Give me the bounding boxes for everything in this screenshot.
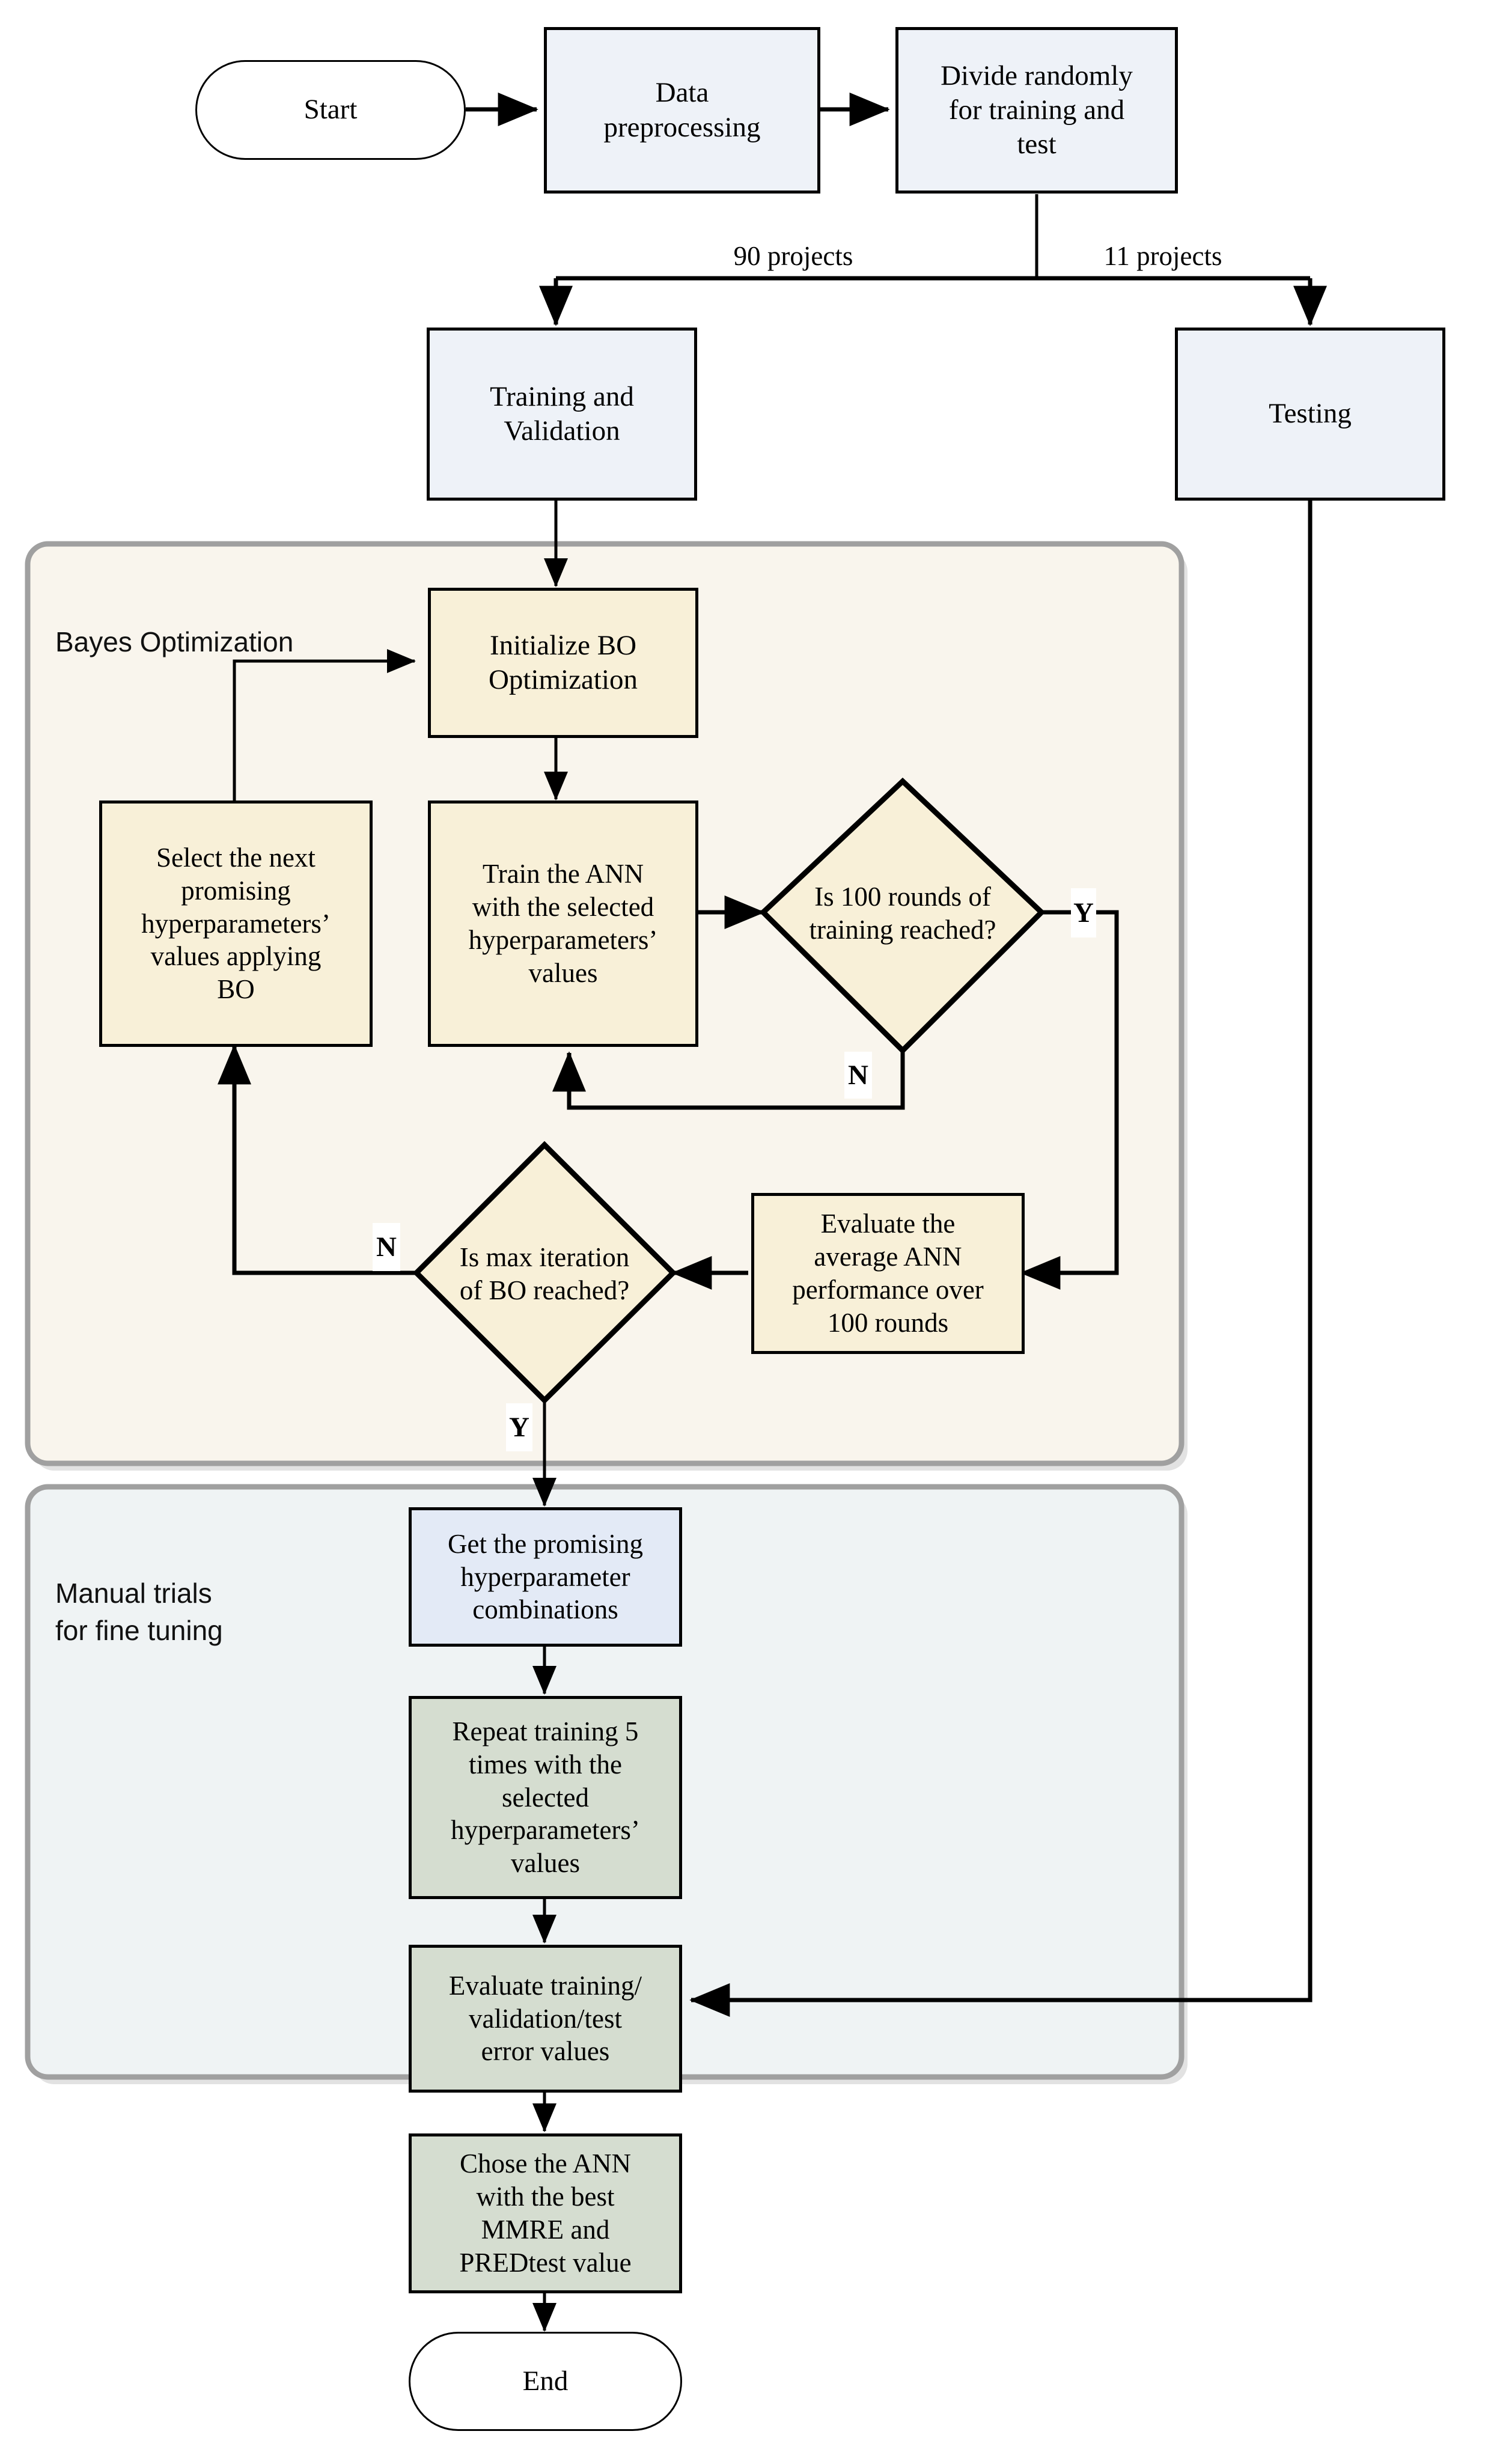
decision-rounds-shape <box>759 777 1046 1055</box>
label-rounds-yes-text: Y <box>1073 897 1094 929</box>
node-start-label: Start <box>303 94 358 126</box>
panel-label-manual-text: Manual trials for fine tuning <box>55 1578 223 1647</box>
node-evaluate-errors-label: Evaluate training/ validation/test error… <box>448 1970 642 2067</box>
label-bo-yes-text: Y <box>509 1412 529 1443</box>
label-bo-no-text: N <box>376 1231 397 1263</box>
node-chose-ann[interactable]: Chose the ANN with the best MMRE and PRE… <box>409 2133 682 2293</box>
node-select-next[interactable]: Select the next promising hyperparameter… <box>99 800 373 1047</box>
label-bo-yes: Y <box>506 1403 532 1451</box>
decision-bo-shape <box>412 1141 677 1404</box>
node-evaluate-avg[interactable]: Evaluate the average ANN performance ove… <box>751 1193 1025 1354</box>
node-repeat-training-label: Repeat training 5 times with the selecte… <box>451 1716 640 1879</box>
node-end-label: End <box>522 2365 569 2397</box>
node-initialize-bo[interactable]: Initialize BO Optimization <box>428 588 698 738</box>
edge-bo-no-loop <box>218 1044 416 1275</box>
node-bo-decision[interactable]: Is max iteration of BO reached? <box>406 1226 683 1322</box>
node-get-promising[interactable]: Get the promising hyperparameter combina… <box>409 1507 682 1647</box>
node-chose-ann-label: Chose the ANN with the best MMRE and PRE… <box>459 2148 632 2278</box>
edge-testing-to-evaluateerrors <box>689 499 1313 2017</box>
node-testing-label: Testing <box>1269 398 1352 430</box>
node-evaluate-avg-label: Evaluate the average ANN performance ove… <box>792 1209 984 1338</box>
node-start[interactable]: Start <box>195 60 466 160</box>
node-train-ann[interactable]: Train the ANN with the selected hyperpar… <box>428 800 698 1047</box>
label-rounds-no-text: N <box>848 1060 868 1091</box>
edge-rounds-no-loop <box>552 1051 905 1110</box>
node-bo-decision-label: Is max iteration of BO reached? <box>459 1242 630 1305</box>
label-rounds-no: N <box>844 1052 872 1099</box>
panel-label-bayes: Bayes Optimization <box>55 586 428 660</box>
edge-selectnext-to-initbo <box>233 649 416 800</box>
node-data-preprocessing-label: Data preprocessing <box>603 77 761 143</box>
label-90-projects: 90 projects <box>694 240 892 272</box>
node-initialize-bo-label: Initialize BO Optimization <box>488 629 638 695</box>
label-11-projects-text: 11 projects <box>1103 241 1222 271</box>
panel-label-manual: Manual trials for fine tuning <box>55 1537 392 1649</box>
node-train-ann-label: Train the ANN with the selected hyperpar… <box>468 859 658 988</box>
label-rounds-yes: Y <box>1071 888 1096 938</box>
node-repeat-training[interactable]: Repeat training 5 times with the selecte… <box>409 1696 682 1899</box>
node-get-promising-label: Get the promising hyperparameter combina… <box>448 1528 643 1625</box>
node-select-next-label: Select the next promising hyperparameter… <box>141 842 331 1005</box>
node-evaluate-errors[interactable]: Evaluate training/ validation/test error… <box>409 1945 682 2093</box>
node-training-validation-label: Training and Validation <box>490 380 634 447</box>
label-90-projects-text: 90 projects <box>733 241 853 271</box>
label-11-projects: 11 projects <box>1064 240 1262 272</box>
node-end[interactable]: End <box>409 2332 682 2431</box>
node-data-preprocessing[interactable]: Data preprocessing <box>544 27 820 194</box>
node-divide-randomly[interactable]: Divide randomly for training and test <box>895 27 1178 194</box>
panel-label-bayes-text: Bayes Optimization <box>55 626 294 658</box>
node-rounds-decision-label: Is 100 rounds of training reached? <box>809 882 996 945</box>
node-rounds-decision[interactable]: Is 100 rounds of training reached? <box>764 865 1041 962</box>
node-testing[interactable]: Testing <box>1175 328 1445 501</box>
node-training-validation[interactable]: Training and Validation <box>427 328 697 501</box>
label-bo-no: N <box>373 1223 400 1271</box>
node-divide-randomly-label: Divide randomly for training and test <box>941 59 1133 160</box>
